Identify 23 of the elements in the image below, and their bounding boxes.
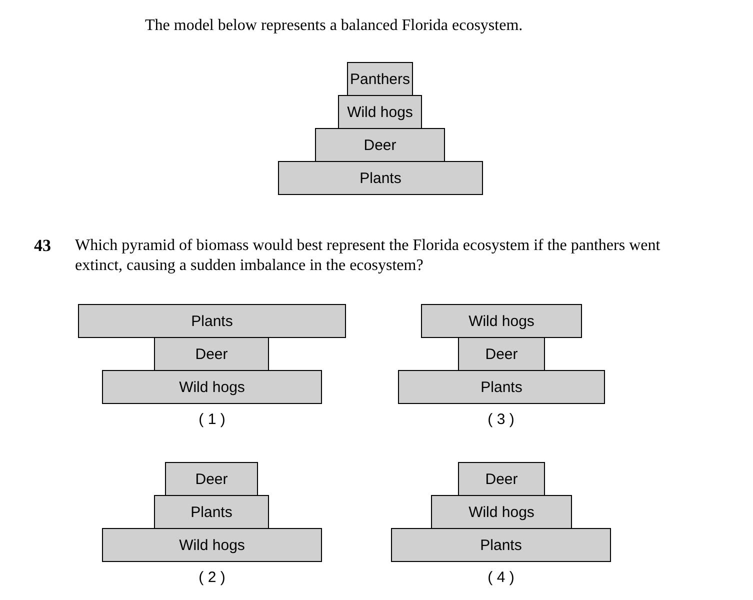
- pyramid-level: Plants: [78, 304, 346, 338]
- pyramid-level: Wild hogs: [338, 95, 422, 129]
- pyramid-level: Wild hogs: [421, 304, 582, 338]
- option-label: ( 2 ): [198, 568, 226, 588]
- pyramid-level: Deer: [154, 337, 269, 371]
- instruction-text: The model below represents a balanced Florida ecosystem.: [145, 16, 524, 36]
- pyramid-level: Panthers: [347, 62, 413, 96]
- question-number: 43: [34, 236, 52, 256]
- pyramid-level: Wild hogs: [102, 370, 322, 404]
- pyramid-level: Deer: [315, 128, 445, 162]
- option-label: ( 4 ): [486, 568, 516, 588]
- pyramid-level: Wild hogs: [431, 495, 572, 529]
- pyramid-level: Deer: [458, 337, 545, 371]
- pyramid-level: Wild hogs: [102, 528, 322, 562]
- pyramid-level: Plants: [154, 495, 269, 529]
- pyramid-level: Plants: [391, 528, 611, 562]
- pyramid-level: Plants: [278, 161, 483, 195]
- option-label: ( 1 ): [198, 410, 226, 430]
- pyramid-level: Deer: [458, 462, 545, 496]
- pyramid-level: Deer: [165, 462, 258, 496]
- question-text: Which pyramid of biomass would best represent the Florida ecosystem if the panthers went extinct, causing a sudden imbalance in the ecosystem?: [75, 236, 662, 276]
- option-label: ( 3 ): [486, 410, 516, 430]
- pyramid-level: Plants: [398, 370, 605, 404]
